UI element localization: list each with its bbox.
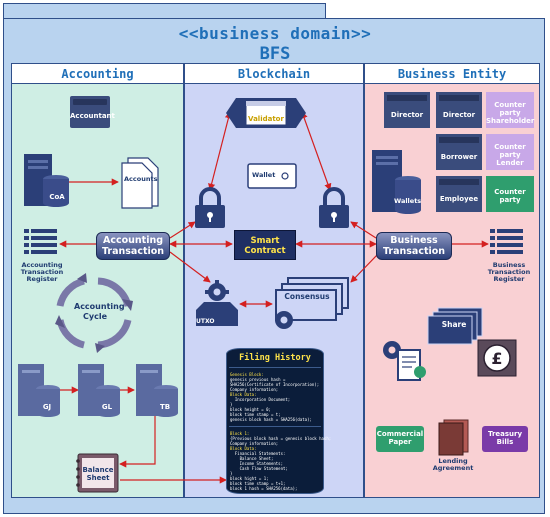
code-line: Company information; (230, 441, 279, 446)
lock-icon (195, 187, 225, 228)
director-2-label: Director (442, 111, 476, 119)
package-tab (3, 3, 326, 19)
validator-node-icon (226, 98, 306, 128)
accounts-label: Accounts (124, 175, 158, 183)
utxo-label: UTXO (196, 318, 215, 325)
lane-header-accounting: Accounting (11, 63, 184, 84)
share-certificate-icon (427, 307, 483, 345)
gl-server-icon (78, 364, 120, 417)
accountant-label: Accountant (70, 112, 115, 120)
code-line: genesis previous hash = (230, 377, 286, 382)
coa-server-icon (24, 154, 69, 207)
business-register-icon (490, 229, 523, 254)
wallet-icon (247, 163, 297, 189)
balance-sheet-label: Balance Sheet (82, 466, 114, 482)
block-1-text: Block 1:{Previous block hash = genesis b… (227, 431, 332, 491)
contract-document-icon (383, 341, 426, 381)
code-line: Incorporation Document; (230, 397, 291, 402)
balance-sheet-book-icon (76, 453, 119, 493)
cycle-arrows-icon (55, 273, 133, 353)
domain-stereotype: <<business domain>> (178, 24, 372, 43)
counterparty-lender-node[interactable]: Counter party Lender (486, 134, 534, 170)
genesis-block-text: Genesis Block:genesis previous hash =SHA… (227, 372, 323, 422)
code-line: SHA256(Certificate of Incorporation); (230, 382, 320, 387)
gj-server-icon (18, 364, 60, 417)
code-line: block time stamp = t; (230, 412, 281, 417)
code-line: } (230, 471, 233, 476)
consensus-label: Consensus (284, 292, 330, 301)
smart-contract-node[interactable]: Smart Contract (234, 230, 296, 260)
lane-header-business-entity: Business Entity (364, 63, 540, 84)
business-transaction-node[interactable]: Business Transaction (376, 232, 452, 260)
share-label: Share (441, 320, 467, 329)
code-line: Income Statements; (230, 461, 283, 466)
employee-label: Employee (439, 195, 479, 203)
counterparty-node[interactable]: Counter party (486, 176, 534, 212)
code-line: block height = 0; (230, 407, 271, 412)
employee-node[interactable]: Employee (436, 176, 482, 212)
pound-safe-icon: £ (477, 339, 517, 377)
gl-label: GL (101, 403, 113, 411)
code-line: block hight = 1; (230, 476, 269, 481)
accounts-documents-icon (121, 157, 159, 209)
filing-history-title: Filing History (239, 353, 311, 363)
code-line: Financial Statements: (230, 451, 286, 456)
coa-label: CoA (49, 193, 65, 201)
validator-label: Validator (248, 115, 284, 123)
svg-text:£: £ (491, 349, 502, 368)
consensus-stack-icon (275, 277, 349, 329)
code-line: Block 1: (230, 431, 250, 436)
code-line: genesis block hash = SHA256(data); (230, 417, 312, 422)
director-2-node[interactable]: Director (436, 92, 482, 128)
treasury-bills-node[interactable]: Treasury Bills (482, 426, 528, 452)
accounting-register-label: Accounting Transaction Register (20, 261, 64, 283)
code-line: Block Data: (230, 446, 257, 451)
lending-agreement-book-icon (438, 419, 469, 456)
tb-server-icon (136, 364, 178, 417)
lending-agreement-label: Lending Agreement (432, 457, 474, 472)
gj-label: GJ (42, 403, 52, 411)
tb-label: TB (159, 403, 171, 411)
filing-history-database: Filing History Genesis Block:genesis pre… (226, 348, 332, 494)
accounting-transaction-node[interactable]: Accounting Transaction (96, 232, 170, 260)
wallets-server-icon (372, 150, 421, 214)
code-line: Genesis Block: (230, 372, 264, 377)
lock-icon (319, 187, 349, 228)
borrower-label: Borrower (440, 153, 478, 161)
domain-title: BFS (259, 44, 291, 64)
utxo-gear-icon (196, 280, 238, 326)
accountant-node[interactable]: Accountant (70, 96, 115, 128)
director-1-node[interactable]: Director (384, 92, 430, 128)
code-line: Company information; (230, 387, 279, 392)
code-line: block time stamp = t+1; (230, 481, 286, 486)
counterparty-shareholder-node[interactable]: Counter party Shareholder (486, 92, 534, 128)
code-line: Balance Sheet; (230, 456, 274, 461)
code-line: block 1 hash = SHA256(data); (230, 486, 298, 491)
code-line: Cash Flow Statement; (230, 466, 288, 471)
wallet-label: Wallet (252, 171, 276, 179)
code-line: Block Data: (230, 392, 257, 397)
code-line: {Previous block hash = genesis block has… (230, 436, 332, 441)
business-register-label: Business Transaction Register (487, 261, 531, 283)
lane-header-blockchain: Blockchain (184, 63, 364, 84)
director-1-label: Director (390, 111, 424, 119)
borrower-node[interactable]: Borrower (436, 134, 482, 170)
accounting-register-icon (24, 229, 57, 254)
code-line: } (230, 402, 233, 407)
commercial-paper-node[interactable]: Commercial Paper (376, 426, 424, 452)
wallets-label: Wallets (394, 197, 422, 205)
accounting-cycle-label: Accounting Cycle (74, 302, 125, 321)
